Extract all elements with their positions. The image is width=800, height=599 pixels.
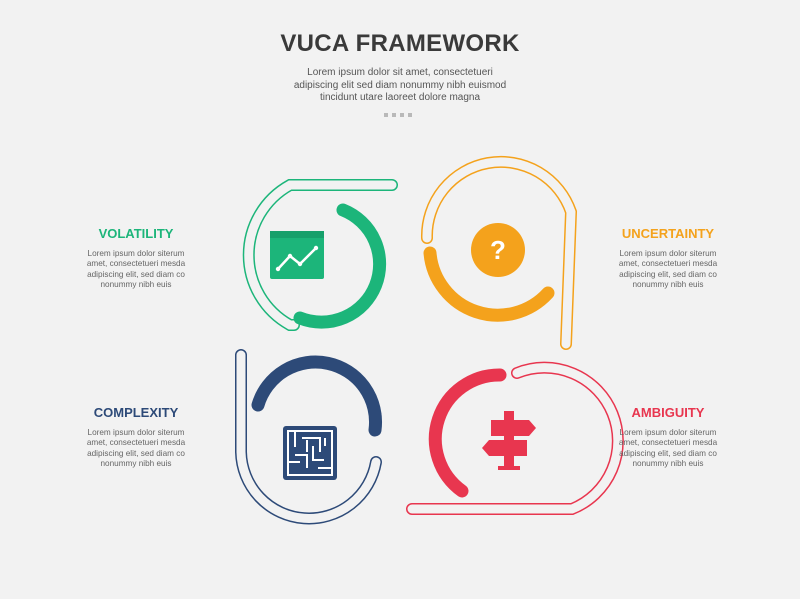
ambiguity-segment xyxy=(406,361,624,515)
description-line: nonummy nibh euis xyxy=(632,280,704,290)
uncertainty-block: UNCERTAINTY Lorem ipsum dolor siterum am… xyxy=(612,226,724,291)
volatility-block: VOLATILITY Lorem ipsum dolor siterum ame… xyxy=(80,226,192,291)
complexity-segment xyxy=(235,349,383,525)
description-line: nonummy nibh euis xyxy=(100,459,172,469)
uncertainty-segment: ? xyxy=(420,155,578,350)
divider-dots xyxy=(384,113,424,119)
uncertainty-title: UNCERTAINTY xyxy=(621,226,715,241)
description-line: nonummy nibh euis xyxy=(100,280,172,290)
ambiguity-title: AMBIGUITY xyxy=(631,405,705,420)
complexity-description: Lorem ipsum dolor siterum amet, consecte… xyxy=(80,428,192,470)
description-line: adipiscing elit, sed diam co xyxy=(619,448,717,458)
description-line: adipiscing elit, sed diam co xyxy=(87,269,185,279)
volatility-title: VOLATILITY xyxy=(98,226,174,241)
description-line: Lorem ipsum dolor siterum xyxy=(619,249,717,258)
question-mark-glyph: ? xyxy=(490,235,506,265)
volatility-description: Lorem ipsum dolor siterum amet, consecte… xyxy=(80,249,192,291)
subtitle-line: tincidunt utare laoreet dolore magna xyxy=(319,92,481,103)
description-line: amet, consectetueri mesda xyxy=(618,259,718,269)
description-line: Lorem ipsum dolor siterum xyxy=(619,428,717,437)
complexity-block: COMPLEXITY Lorem ipsum dolor siterum ame… xyxy=(80,405,192,470)
line-chart-icon xyxy=(270,231,324,279)
description-line: adipiscing elit, sed diam co xyxy=(619,269,717,279)
ambiguity-description: Lorem ipsum dolor siterum amet, consecte… xyxy=(612,428,724,470)
page-subtitle: Lorem ipsum dolor sit amet, consectetuer… xyxy=(250,67,550,105)
ambiguity-block: AMBIGUITY Lorem ipsum dolor siterum amet… xyxy=(612,405,724,470)
description-line: nonummy nibh euis xyxy=(632,459,704,469)
question-mark-icon: ? xyxy=(471,223,525,277)
signpost-icon xyxy=(482,411,536,470)
description-line: Lorem ipsum dolor siterum xyxy=(87,428,185,437)
subtitle-line: Lorem ipsum dolor sit amet, consectetuer… xyxy=(307,67,493,78)
complexity-title: COMPLEXITY xyxy=(93,405,179,420)
description-line: amet, consectetueri mesda xyxy=(86,438,186,448)
description-line: Lorem ipsum dolor siterum xyxy=(87,249,185,258)
description-line: amet, consectetueri mesda xyxy=(86,259,186,269)
volatility-segment xyxy=(242,179,398,331)
subtitle-line: adipiscing elit sed diam nonummy nibh eu… xyxy=(293,79,507,91)
page-title: VUCA FRAMEWORK xyxy=(280,30,520,57)
description-line: amet, consectetueri mesda xyxy=(618,438,718,448)
maze-icon xyxy=(283,426,337,480)
uncertainty-description: Lorem ipsum dolor siterum amet, consecte… xyxy=(612,249,724,291)
description-line: adipiscing elit, sed diam co xyxy=(87,448,185,458)
